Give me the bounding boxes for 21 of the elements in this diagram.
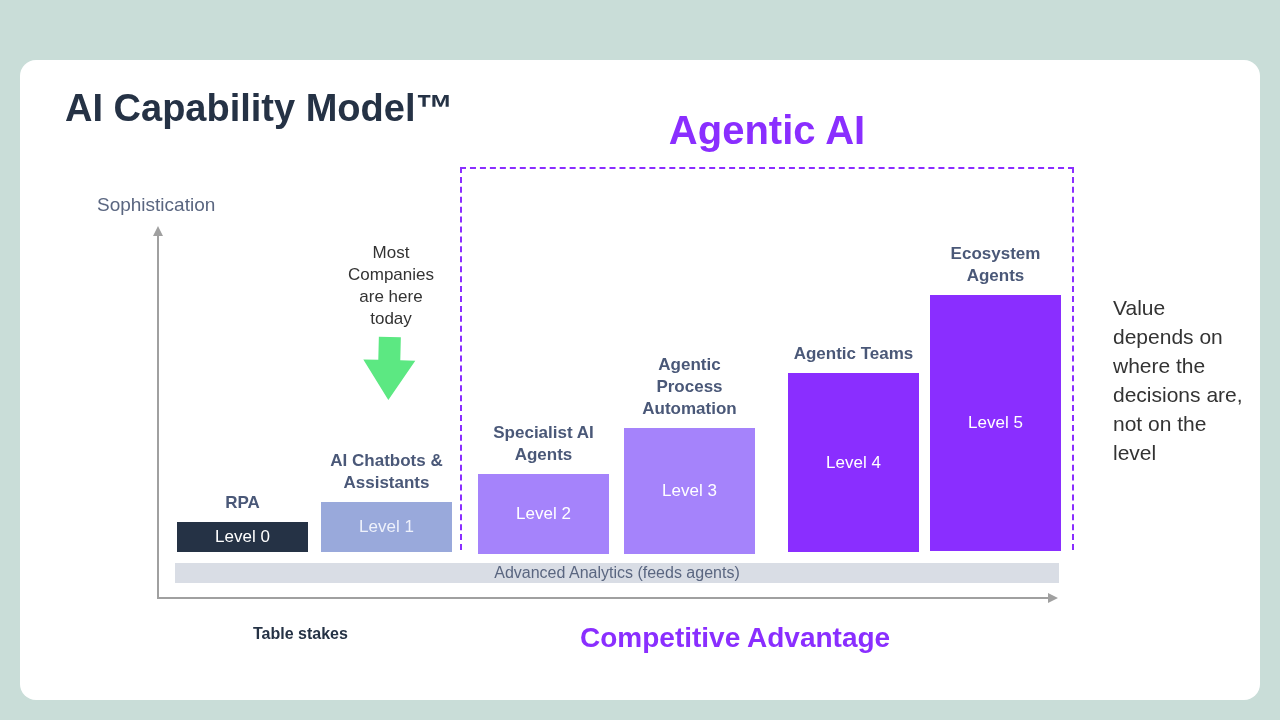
level-bar: Level 5 [930,295,1061,551]
level-bar: Level 2 [478,474,609,554]
level-bar: Level 3 [624,428,755,554]
title: AI Capability Model™ [65,86,454,131]
level-bar: Level 0 [177,522,308,552]
bar-heading: AI Chatbots & Assistants [329,450,444,494]
axis-caption: Competitive Advantage [580,621,891,655]
callout-text: Most Companies are here today [341,242,441,337]
down-arrow [363,336,416,400]
analytics-band: Advanced Analytics (feeds agents) [175,563,1059,583]
level-bar: Level 4 [788,373,919,552]
bar-heading: Specialist AI Agents [492,422,595,466]
bar-heading: Agentic Teams [793,343,914,365]
bar-heading: Agentic Process Automation [641,354,738,420]
group-heading: Agentic AI [667,107,867,154]
bar-heading: Ecosystem Agents [949,243,1042,287]
note-text: Value depends on where the decisions are, not on the level [1113,295,1244,466]
bar-heading: RPA [225,492,260,514]
axis-label: Sophistication [97,193,216,217]
axis-caption: Table stakes [253,624,348,644]
level-bar: Level 1 [321,502,452,552]
